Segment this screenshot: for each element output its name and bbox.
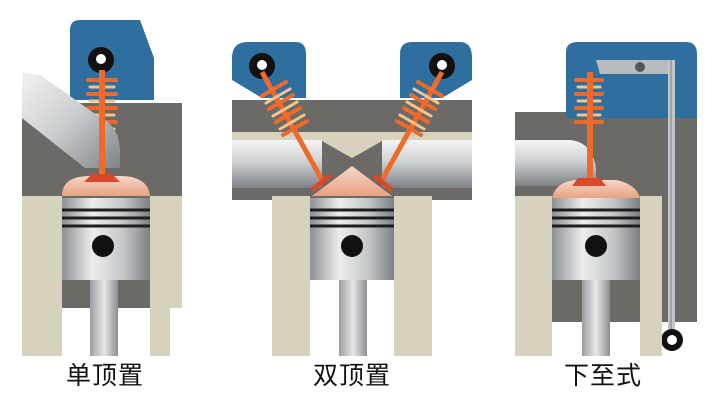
connecting-rod (582, 280, 610, 356)
camshaft-lobe-icon (437, 60, 447, 70)
valve-stem (587, 72, 593, 184)
piston-pin (585, 235, 607, 257)
head-v-wedge (232, 132, 472, 158)
valve-head (84, 174, 120, 182)
connecting-rod (339, 280, 367, 356)
cylinder-liner-right (640, 196, 662, 356)
valve-head (572, 178, 606, 186)
panel-single-overhead (22, 20, 182, 356)
cylinder-liner-right (150, 196, 182, 356)
intake-port (515, 140, 596, 186)
combustion-chamber (312, 166, 392, 196)
caption-single-overhead: 单顶置 (65, 361, 144, 390)
rocker-pivot (635, 62, 645, 72)
camshaft-lobe-icon (257, 60, 267, 70)
camshaft-lobe-icon (96, 54, 106, 64)
caption-side-valve: 下至式 (563, 361, 642, 390)
caption-double-overhead: 双顶置 (312, 361, 391, 390)
panel-double-overhead (232, 42, 472, 356)
combustion-chamber (62, 176, 150, 196)
intake-port (22, 72, 120, 168)
intake-port (232, 140, 322, 188)
cylinder-liner-left (272, 196, 310, 356)
exhaust-port (382, 140, 472, 188)
connecting-rod (90, 280, 118, 356)
valve-left (259, 70, 325, 182)
panel-side-valve (515, 42, 697, 356)
valve-right (379, 70, 445, 182)
cylinder-liner-right (394, 196, 432, 356)
valve-stem (99, 70, 105, 178)
piston-pin (92, 235, 114, 257)
cylinder-liner-left (515, 196, 552, 356)
cylinder-liner-left (22, 196, 62, 356)
piston-pin (341, 235, 363, 257)
